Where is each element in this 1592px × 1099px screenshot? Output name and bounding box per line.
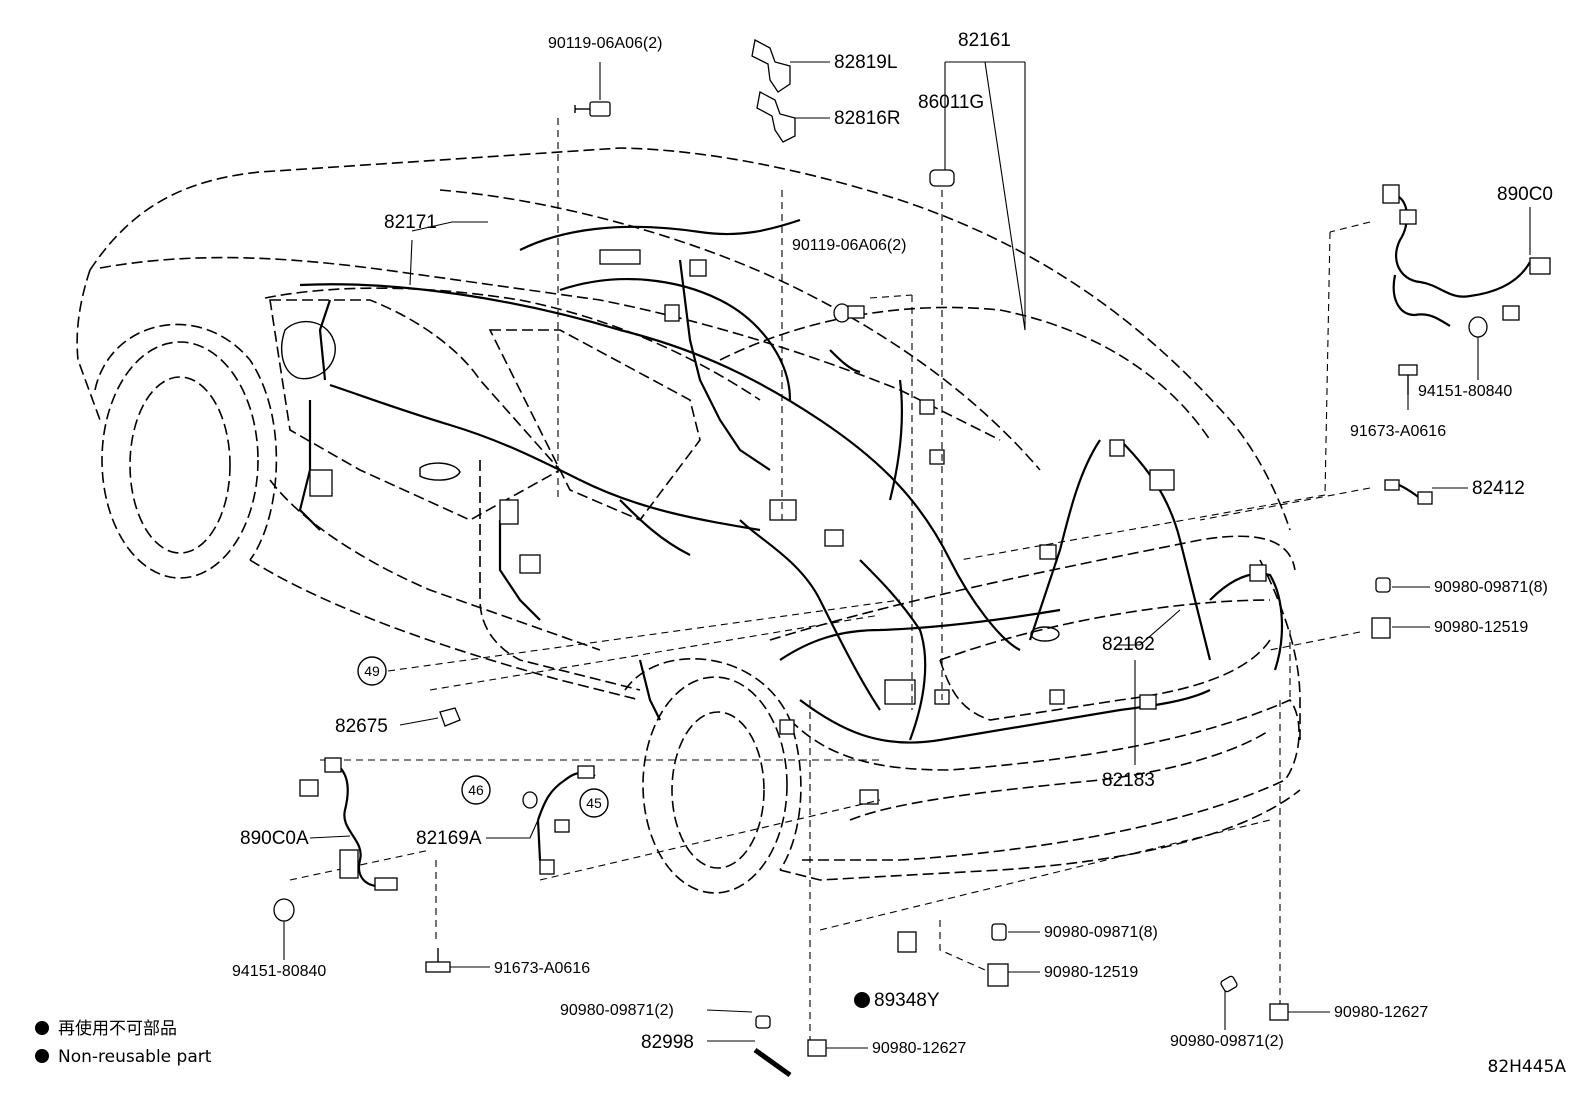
part-label: 82169A xyxy=(416,828,482,849)
callout-circle xyxy=(461,775,491,805)
diagram-id: 82H445A xyxy=(1488,1057,1567,1077)
dashed-leaders xyxy=(289,118,1371,1040)
clip-icon xyxy=(1375,577,1391,593)
clip-icon xyxy=(1269,1003,1289,1021)
part-label: 90980-12627 xyxy=(872,1040,966,1057)
callout-number: 45 xyxy=(586,795,602,811)
part-label: 90980-09871(8) xyxy=(1044,924,1158,941)
part-label: 82819L xyxy=(834,52,897,73)
part-label: 82998 xyxy=(641,1032,694,1053)
grommet-icon xyxy=(273,898,295,922)
legend: 再使用不可部品 Non-reusable part xyxy=(35,1018,212,1067)
sensor-icon xyxy=(1384,479,1433,505)
bolt-icon xyxy=(574,101,611,117)
legend-label-jp: 再使用不可部品 xyxy=(58,1018,177,1039)
bolt-icon xyxy=(833,303,865,323)
part-label: 91673-A0616 xyxy=(494,960,590,977)
part-label: 82162 xyxy=(1102,634,1155,655)
part-label: 82412 xyxy=(1472,478,1525,499)
part-label: 91673-A0616 xyxy=(1350,423,1446,440)
part-label: 82183 xyxy=(1102,770,1155,791)
part-label: 90980-09871(8) xyxy=(1434,579,1548,596)
callout-number: 49 xyxy=(364,663,380,679)
cable-tie-icon xyxy=(753,1047,792,1078)
callout-number: 46 xyxy=(468,782,484,798)
wire-harness xyxy=(298,218,1284,744)
clip-icon xyxy=(987,963,1009,987)
part-label: 82816R xyxy=(834,108,901,129)
part-label: 90980-09871(2) xyxy=(560,1002,674,1019)
part-label: 89348Y xyxy=(874,990,940,1011)
part-label: 90980-12519 xyxy=(1044,964,1138,981)
part-label: 82675 xyxy=(335,716,388,737)
non-reusable-marker-icon xyxy=(35,1049,49,1063)
clip-icon xyxy=(755,1015,771,1029)
part-label: 890C0 xyxy=(1497,184,1553,205)
car-body-outline xyxy=(76,147,1301,894)
clip-icon xyxy=(807,1039,827,1057)
part-label: 94151-80840 xyxy=(1418,383,1512,400)
grommet-icon xyxy=(929,169,955,187)
part-label: 90980-12627 xyxy=(1334,1004,1428,1021)
part-label: 90980-09871(2) xyxy=(1170,1033,1284,1050)
sensor-icon xyxy=(522,765,596,875)
sensor-harness-icon xyxy=(1382,184,1551,395)
part-label: 86011G xyxy=(918,92,984,113)
part-label: 82161 xyxy=(958,30,1011,51)
non-reusable-marker-icon xyxy=(854,992,870,1008)
label-leaders xyxy=(283,61,1531,1049)
callout-circle xyxy=(579,788,609,818)
non-reusable-marker-icon xyxy=(35,1021,49,1035)
part-label: 890C0A xyxy=(240,828,309,849)
part-label: 94151-80840 xyxy=(232,963,326,980)
harness-connectors xyxy=(309,249,1267,805)
callout-circle xyxy=(357,656,387,686)
clip-icon xyxy=(1220,975,1238,993)
legend-label-en: Non-reusable part xyxy=(58,1047,212,1067)
clip-icon xyxy=(1371,617,1391,639)
bracket-icon xyxy=(751,39,791,93)
part-label: 90980-12519 xyxy=(1434,619,1528,636)
sensor-harness-icon xyxy=(299,757,398,891)
small-parts xyxy=(273,39,1551,1078)
bolt-icon xyxy=(425,948,451,973)
clip-icon xyxy=(439,707,461,727)
part-label: 82171 xyxy=(384,212,437,233)
clip-icon xyxy=(897,931,917,953)
part-label: 90119-06A06(2) xyxy=(548,35,662,52)
part-label: 90119-06A06(2) xyxy=(792,237,906,254)
part-labels: 90119-06A06(2) 82819L 82816R 82161 86011… xyxy=(232,30,1553,1057)
clip-icon xyxy=(991,923,1007,941)
bracket-icon xyxy=(756,91,796,143)
